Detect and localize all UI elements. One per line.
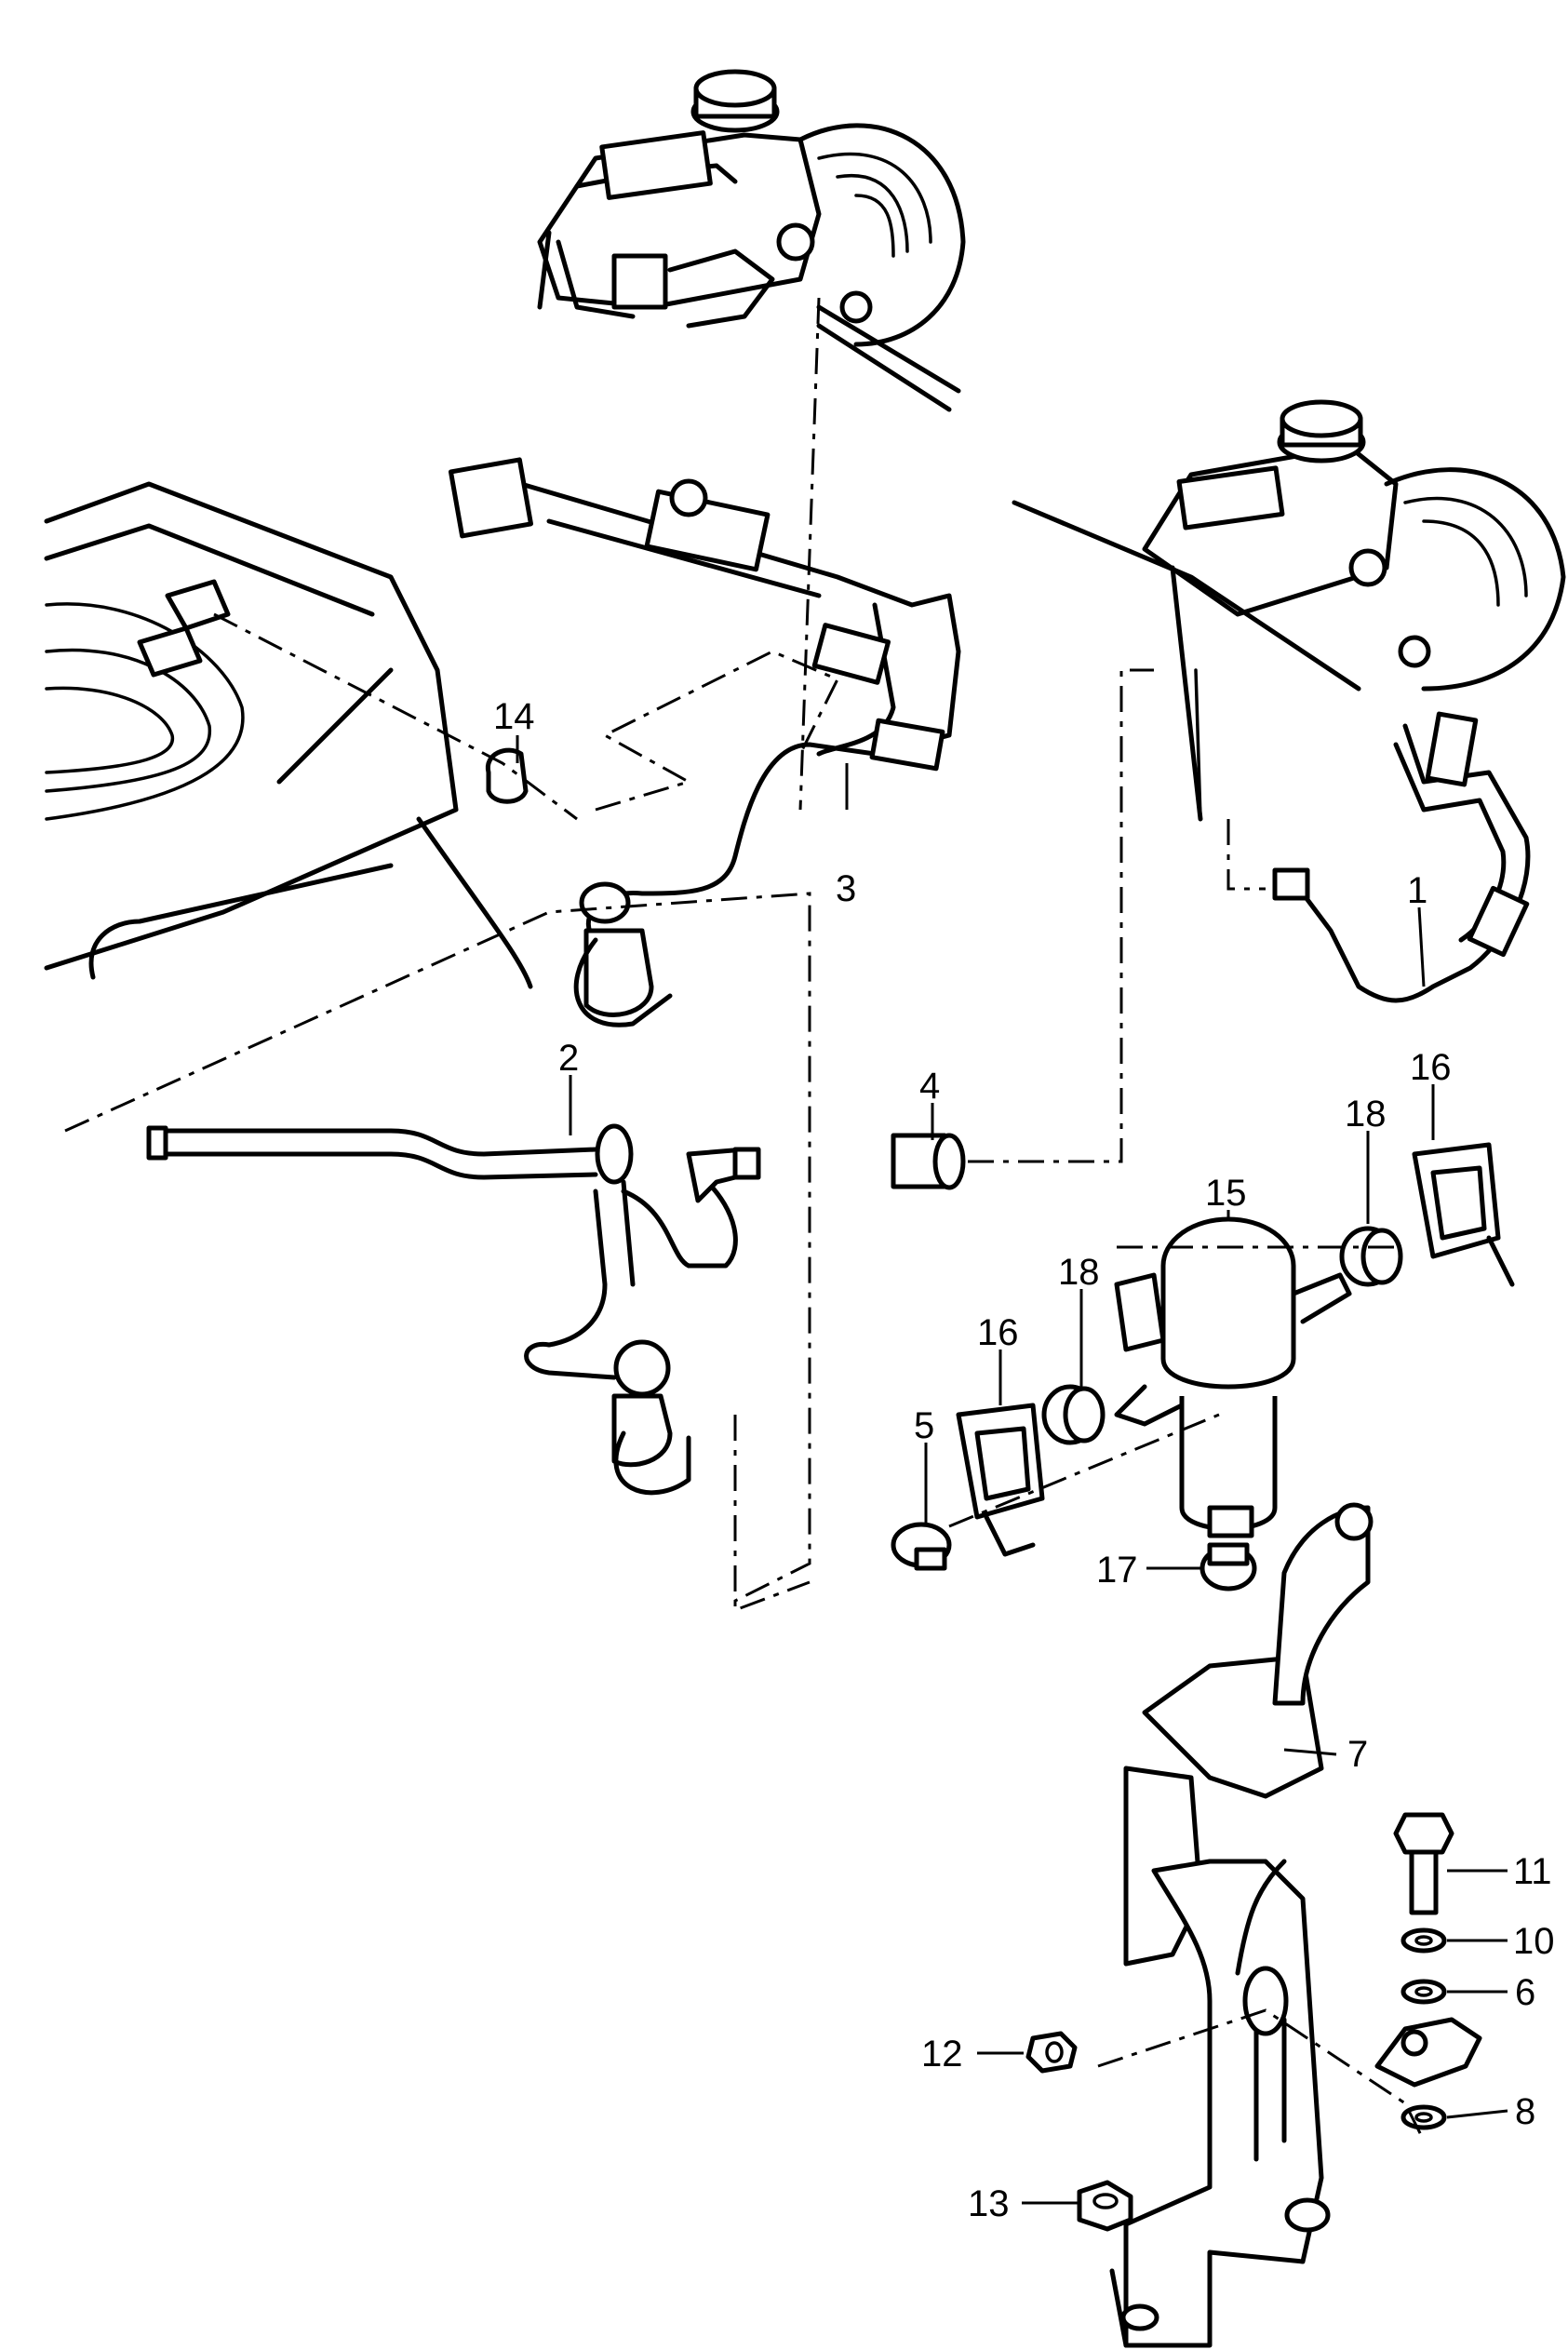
callout-16-right: 16 xyxy=(1410,1047,1452,1088)
callout-12: 12 xyxy=(921,2034,963,2075)
hose-3 xyxy=(448,457,961,1027)
callout-13: 13 xyxy=(968,2183,1010,2224)
callout-18-left: 18 xyxy=(1058,1252,1100,1293)
bracket-16-right xyxy=(1412,1142,1515,1287)
callout-8: 8 xyxy=(1515,2091,1535,2132)
washer-10 xyxy=(1400,1927,1447,1954)
callout-16-left: 16 xyxy=(977,1312,1019,1353)
callout-labels: 1 2 3 4 5 6 7 8 10 11 12 13 14 15 16 16 … xyxy=(493,696,1555,2224)
callout-6: 6 xyxy=(1515,1972,1535,2013)
hose-1 xyxy=(1272,711,1531,1003)
mounting-bracket-7 xyxy=(1109,1502,1374,2348)
nut-12 xyxy=(1025,2031,1078,2074)
callout-18-right: 18 xyxy=(1345,1094,1387,1135)
grommet-17 xyxy=(1199,1542,1257,1591)
rubber-mount-18-left xyxy=(1041,1384,1106,1445)
bolt-11 xyxy=(1393,1812,1454,1915)
assembly-lines xyxy=(64,297,1426,2142)
leader-lines xyxy=(516,735,1508,2205)
callout-2: 2 xyxy=(558,1038,579,1079)
callout-4: 4 xyxy=(919,1066,940,1107)
clamp-5 xyxy=(891,1522,952,1571)
upper-brake-master-cylinder xyxy=(537,69,966,412)
bracket-16-left xyxy=(956,1403,1045,1557)
callout-17: 17 xyxy=(1096,1550,1138,1591)
part-4 xyxy=(891,1133,966,1190)
pipe-2 xyxy=(146,1123,761,1496)
callout-5: 5 xyxy=(914,1405,934,1446)
callout-3: 3 xyxy=(836,868,856,909)
nut-13 xyxy=(1077,2180,1133,2232)
callout-14: 14 xyxy=(493,696,535,737)
callout-15: 15 xyxy=(1205,1173,1247,1214)
callout-10: 10 xyxy=(1513,1921,1555,1962)
engine-cover xyxy=(44,481,533,989)
right-brake-master-cylinder xyxy=(1012,399,1566,822)
callout-7: 7 xyxy=(1347,1734,1368,1775)
callout-11: 11 xyxy=(1513,1851,1552,1892)
rubber-mount-18-right xyxy=(1339,1226,1403,1287)
callout-1: 1 xyxy=(1407,870,1427,911)
support-bracket xyxy=(1374,2017,1482,2088)
vacuum-pump-15 xyxy=(1114,1216,1352,1538)
washer-6 xyxy=(1400,1979,1447,2005)
